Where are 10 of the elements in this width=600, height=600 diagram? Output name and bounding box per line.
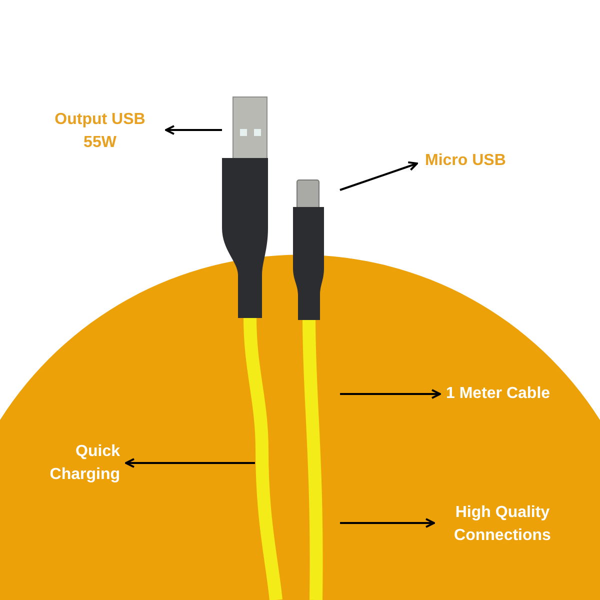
feature-label: Micro USB [425,151,507,171]
arrow [125,458,255,468]
arrow [165,125,222,135]
feature-label: Quick Charging [48,442,120,485]
arrow [340,389,441,399]
feature-label: 1 Meter Cable [446,384,552,404]
arrow [340,161,418,191]
arrow [340,518,435,528]
feature-label: Output USB 55W [54,110,146,153]
feature-label: High Quality Connections [453,503,552,546]
